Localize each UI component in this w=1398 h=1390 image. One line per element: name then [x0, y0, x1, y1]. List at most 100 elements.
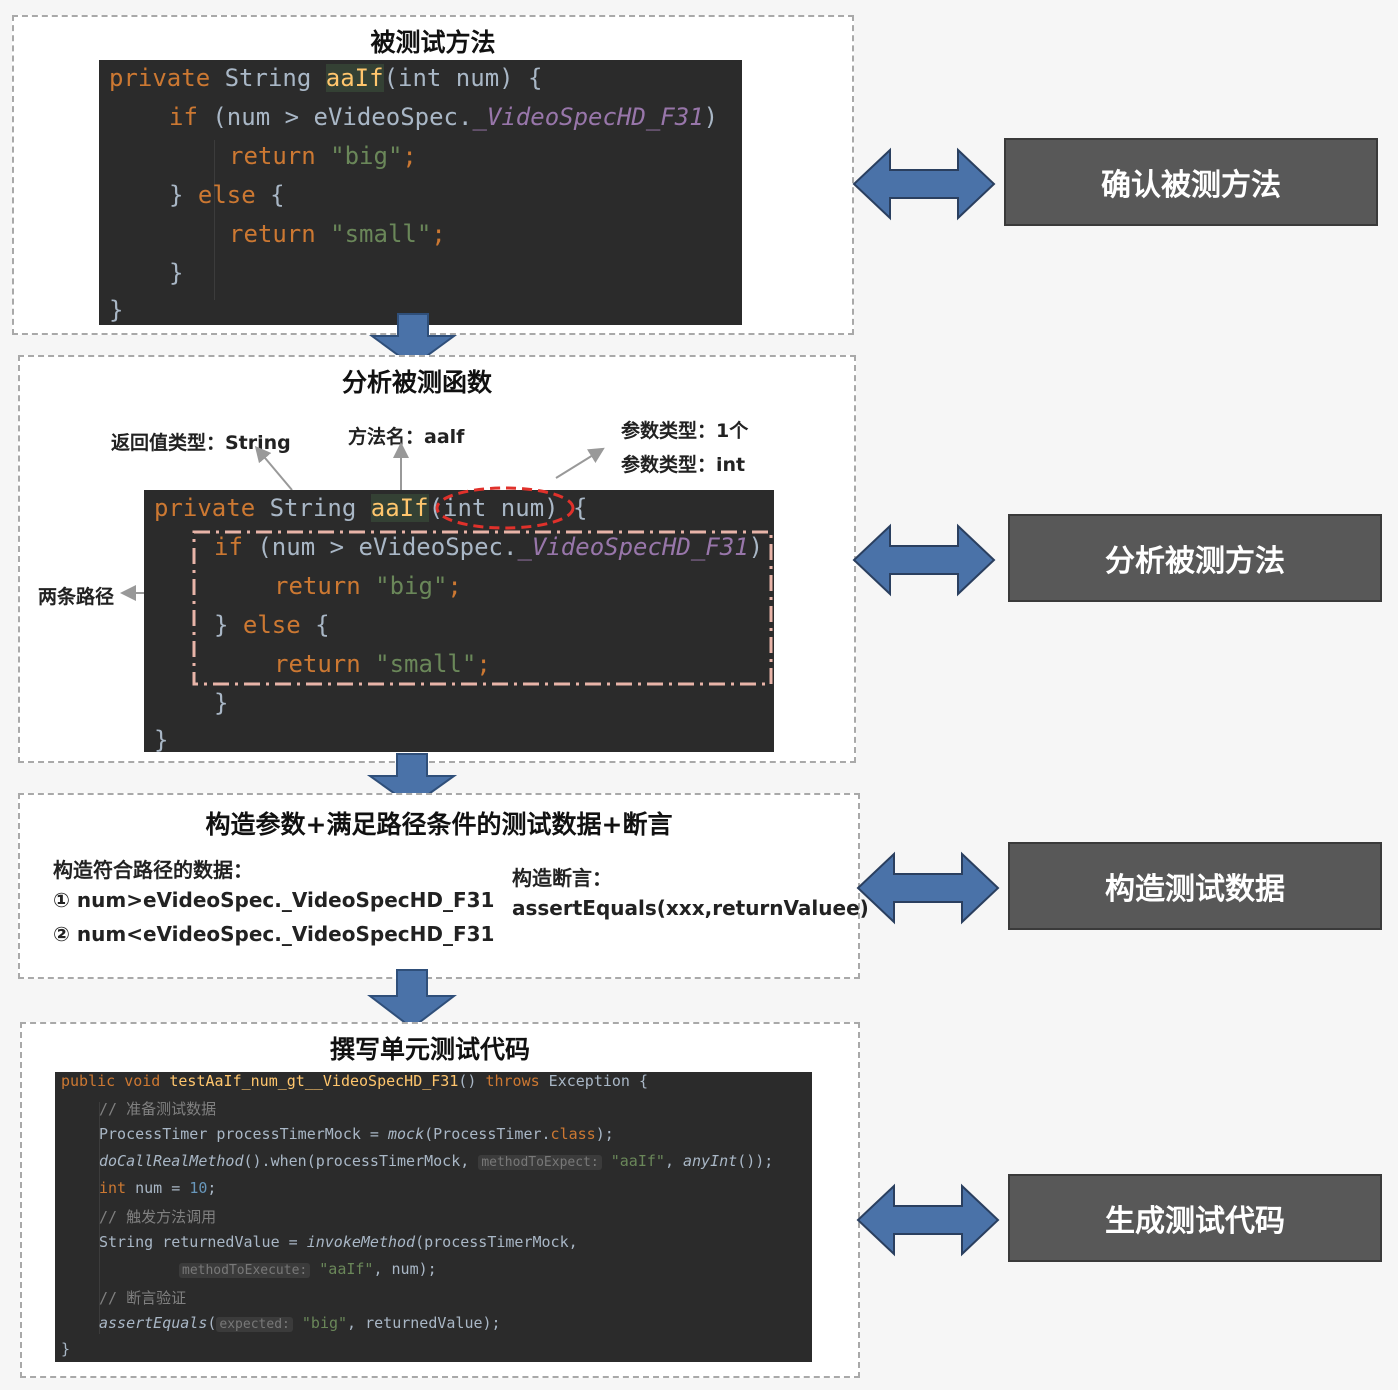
- panel-title: 分析被测函数: [341, 368, 492, 397]
- code-token: Exception {: [539, 1072, 649, 1090]
- construct-case-2: ② num<eVideoSpec._VideoSpecHD_F31: [53, 922, 495, 946]
- code-token: aaIf: [325, 64, 384, 92]
- code-token: ;: [402, 142, 417, 170]
- code-token: doCallRealMethod: [99, 1152, 244, 1170]
- code-token: {: [300, 611, 330, 639]
- construct-data-title: 构造符合路径的数据：: [53, 858, 253, 882]
- code-token: (num > eVideoSpec.: [197, 103, 473, 131]
- annotation-param-count: 参数类型：1个: [621, 420, 749, 442]
- code-comment: // 准备测试数据: [99, 1100, 217, 1118]
- code-token: aaIf: [370, 494, 429, 522]
- construct-assert-code: assertEquals(xxx,returnValuee): [512, 896, 869, 920]
- code-token: , num);: [373, 1260, 437, 1278]
- code-token: }: [61, 1340, 71, 1358]
- code-token: }: [214, 689, 229, 717]
- code-token: "small": [330, 220, 432, 248]
- step-label-generate: 生成测试代码: [1008, 1174, 1382, 1262]
- code-token: (processTimerMock,: [415, 1233, 578, 1251]
- code-token: }: [109, 296, 124, 324]
- code-token: ProcessTimer processTimerMock =: [99, 1125, 388, 1143]
- code-token: ;: [447, 572, 462, 600]
- code-token: _VideoSpecHD_F31: [472, 103, 704, 131]
- code-token: int: [99, 1179, 127, 1197]
- code-token: "aaIf": [319, 1260, 374, 1278]
- code-token: ): [748, 533, 764, 561]
- code-block-unit-test: public void testAaIf_num_gt__VideoSpecHD…: [55, 1072, 812, 1362]
- code-token: ;: [207, 1179, 217, 1197]
- code-token: return: [229, 220, 316, 248]
- code-block-analysis: private String aaIf(int num) { if (num >…: [144, 490, 774, 752]
- double-arrow-icon: [852, 147, 996, 221]
- param-hint: expected:: [216, 1317, 293, 1332]
- code-token: "small": [375, 650, 477, 678]
- code-token: public: [61, 1072, 116, 1090]
- code-token: private: [154, 494, 256, 522]
- code-token: "big": [301, 1314, 348, 1332]
- panel-title: 构造参数+满足路径条件的测试数据+断言: [205, 810, 673, 839]
- code-token: if: [169, 103, 198, 131]
- code-token: String: [224, 64, 312, 92]
- down-arrow-icon: [368, 313, 458, 368]
- code-block-method: private String aaIf(int num) { if (num >…: [99, 60, 742, 325]
- code-comment: // 触发方法调用: [99, 1208, 217, 1226]
- step-label-confirm: 确认被测方法: [1004, 138, 1378, 226]
- code-token: }: [214, 611, 243, 639]
- code-token: (num > eVideoSpec.: [242, 533, 518, 561]
- panel-title: 撰写单元测试代码: [329, 1035, 530, 1064]
- annotation-param-type: 参数类型：int: [621, 454, 746, 476]
- code-token: return: [274, 650, 361, 678]
- down-arrow-icon: [366, 753, 458, 808]
- code-token: "big": [330, 142, 403, 170]
- code-token: }: [169, 259, 184, 287]
- annotation-paths: 两条路径: [38, 586, 115, 608]
- code-token: class: [550, 1125, 596, 1143]
- code-token: ,: [664, 1152, 683, 1170]
- code-token: throws: [485, 1072, 540, 1090]
- code-token: (ProcessTimer.: [424, 1125, 551, 1143]
- code-token: testAaIf_num_gt__VideoSpecHD_F31: [169, 1072, 459, 1090]
- construct-assert-title: 构造断言：: [512, 866, 612, 890]
- code-token: );: [595, 1125, 614, 1143]
- down-arrow-icon: [367, 969, 457, 1030]
- param-hint: methodToExpect:: [478, 1155, 602, 1170]
- code-token: return: [274, 572, 361, 600]
- code-token: ;: [476, 650, 491, 678]
- code-token: anyInt: [683, 1152, 738, 1170]
- code-token: (int num) {: [428, 494, 588, 522]
- code-token: ): [703, 103, 719, 131]
- code-token: }: [169, 181, 198, 209]
- construct-case-1: ① num>eVideoSpec._VideoSpecHD_F31: [53, 888, 495, 912]
- code-token: String: [269, 494, 357, 522]
- code-token: (): [458, 1072, 486, 1090]
- code-token: return: [229, 142, 316, 170]
- code-token: 10: [189, 1179, 208, 1197]
- panel-construct-data: 构造参数+满足路径条件的测试数据+断言: [18, 793, 860, 979]
- code-token: ().when(processTimerMock,: [243, 1152, 479, 1170]
- code-token: else: [242, 611, 301, 639]
- code-token: else: [197, 181, 256, 209]
- code-token: }: [154, 726, 169, 752]
- double-arrow-icon: [852, 523, 996, 597]
- code-token: if: [214, 533, 243, 561]
- step-label-construct: 构造测试数据: [1008, 842, 1382, 930]
- code-token: {: [255, 181, 285, 209]
- code-token: (int num) {: [383, 64, 543, 92]
- code-token: String returnedValue =: [99, 1233, 307, 1251]
- code-token: ());: [737, 1152, 774, 1170]
- param-hint: methodToExecute:: [179, 1263, 311, 1278]
- code-token: private: [109, 64, 211, 92]
- step-label-analyze: 分析被测方法: [1008, 514, 1382, 602]
- code-token: _VideoSpecHD_F31: [517, 533, 749, 561]
- code-token: ;: [431, 220, 446, 248]
- code-token: "big": [375, 572, 448, 600]
- code-token: assertEquals: [99, 1314, 208, 1332]
- double-arrow-icon: [856, 1183, 1000, 1257]
- code-token: void: [124, 1072, 161, 1090]
- code-token: , returnedValue);: [347, 1314, 501, 1332]
- annotation-method-name: 方法名：aalf: [348, 426, 465, 448]
- code-comment: // 断言验证: [99, 1289, 187, 1307]
- code-token: invokeMethod: [306, 1233, 416, 1251]
- double-arrow-icon: [856, 851, 1000, 925]
- code-token: (: [207, 1314, 217, 1332]
